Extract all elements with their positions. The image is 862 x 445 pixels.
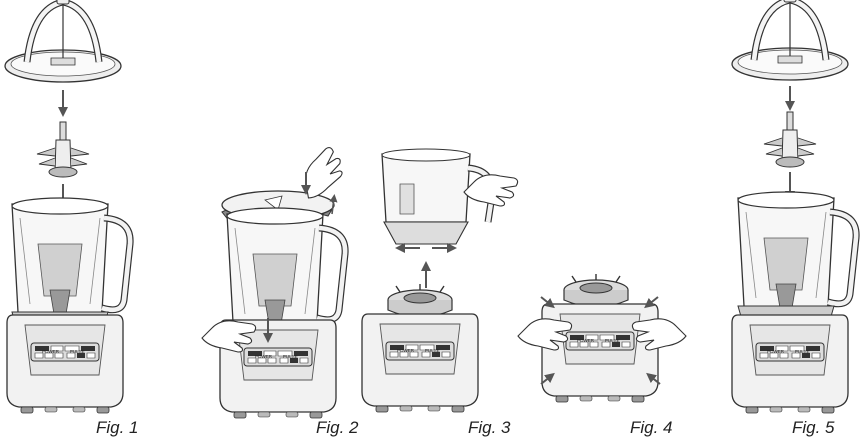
panel-power-label-fig5: POWER: [767, 349, 785, 354]
figure-5-group: [732, 0, 856, 414]
panel-power-label-fig4: POWER: [577, 338, 595, 343]
panel-power-label-fig3: POWER: [397, 348, 415, 353]
figure-4-caption: Fig. 4: [630, 418, 673, 437]
figure-3-group: [361, 149, 519, 413]
figure-4-group: [517, 273, 687, 403]
panel-power-label-fig1: POWER: [42, 349, 60, 354]
panel-pulse-label-fig3: PULSE: [425, 348, 440, 353]
figure-2-caption: Fig. 2: [316, 418, 359, 437]
figure-2-group: [201, 143, 352, 419]
panel-pulse-label-fig5: PULSE: [795, 349, 810, 354]
figure-1-group: [5, 0, 130, 414]
figure-3-caption: Fig. 3: [468, 418, 511, 437]
panel-power-label-fig2: POWER: [255, 354, 273, 359]
panel-pulse-label-fig2: PULSE: [283, 354, 298, 359]
panel-pulse-label-fig4: PULSE: [605, 338, 620, 343]
figure-1-caption: Fig. 1: [96, 418, 139, 437]
panel-pulse-label-fig1: PULSE: [70, 349, 85, 354]
figure-5-caption: Fig. 5: [792, 418, 835, 437]
